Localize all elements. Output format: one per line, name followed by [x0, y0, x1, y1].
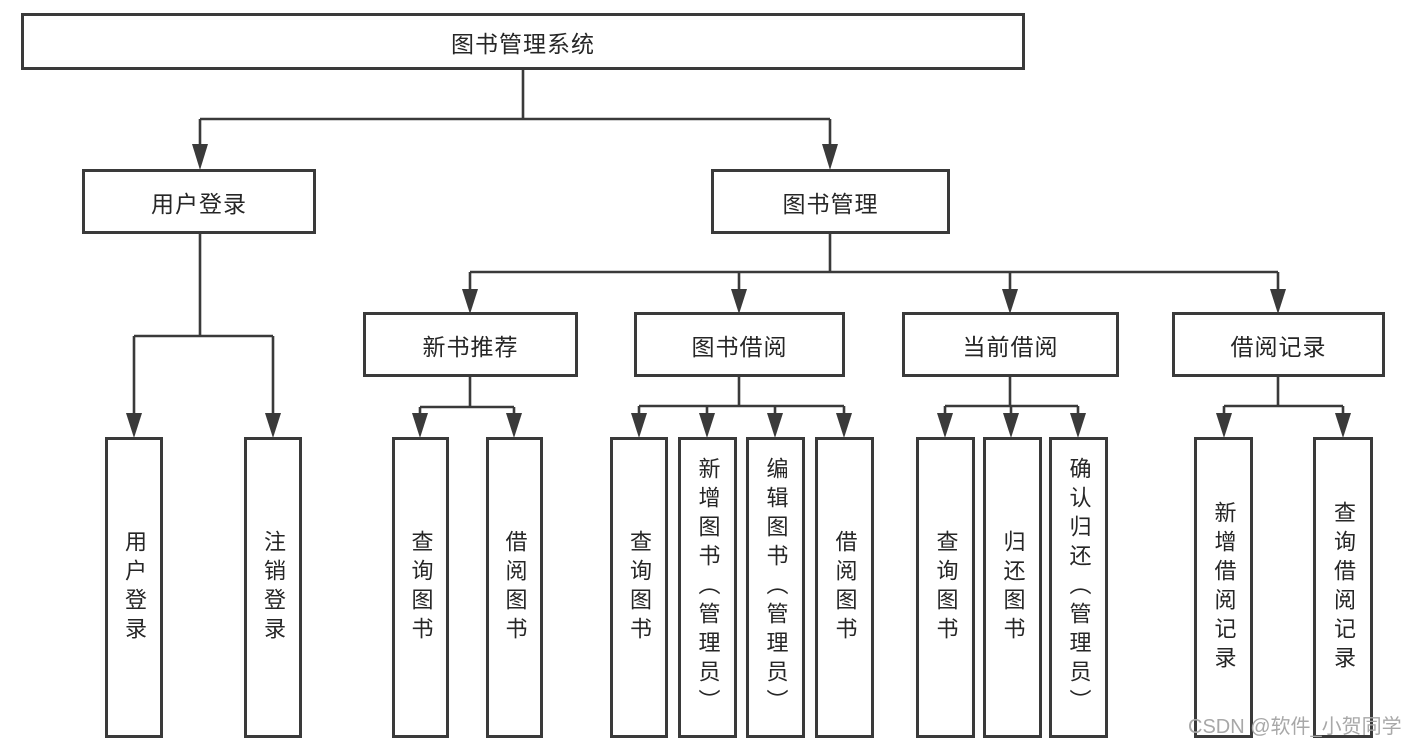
arrowhead	[1070, 413, 1086, 438]
arrowhead	[1216, 413, 1232, 438]
node-label: 当前借阅	[962, 333, 1059, 360]
leaf-add-books-admin: 新增图书（管理员）	[678, 437, 737, 738]
connector-userlogin-to-leaves	[126, 234, 281, 438]
connector-bookborrow-to-leaves	[631, 377, 852, 438]
connector-newbook-to-leaves	[412, 377, 522, 438]
connector-line	[132, 234, 275, 415]
leaf-label: 查询图书	[408, 529, 434, 646]
leaf-label: 确认归还（管理员）	[1066, 457, 1092, 718]
connector-line	[637, 377, 846, 415]
arrowhead	[1335, 413, 1351, 438]
leaf-query-borrow-record: 查询借阅记录	[1313, 437, 1373, 738]
leaf-label: 注销登录	[261, 529, 286, 646]
arrowhead	[937, 413, 953, 438]
arrowhead	[126, 413, 142, 438]
leaf-label: 用户登录	[122, 529, 147, 646]
node-label: 借阅记录	[1230, 333, 1327, 360]
leaf-edit-books-admin: 编辑图书（管理员）	[746, 437, 805, 738]
arrowhead	[412, 413, 428, 438]
arrowhead	[699, 413, 715, 438]
leaf-user-login: 用户登录	[105, 437, 163, 738]
arrowhead	[265, 413, 281, 438]
leaf-label: 借阅图书	[832, 529, 858, 646]
leaf-borrow-books-newbook: 借阅图书	[486, 437, 543, 738]
leaf-label: 归还图书	[1000, 529, 1026, 646]
leaf-label: 借阅图书	[502, 529, 528, 646]
leaf-query-books-current: 查询图书	[916, 437, 975, 738]
leaf-query-books-newbook: 查询图书	[392, 437, 449, 738]
leaf-confirm-return-admin: 确认归还（管理员）	[1049, 437, 1108, 738]
leaf-add-borrow-record: 新增借阅记录	[1194, 437, 1253, 738]
leaf-label: 查询借阅记录	[1331, 500, 1356, 675]
leaf-query-books-borrow: 查询图书	[610, 437, 668, 738]
arrowhead	[192, 144, 208, 170]
leaf-return-books: 归还图书	[983, 437, 1042, 738]
node-current-borrowing: 当前借阅	[902, 312, 1119, 377]
node-label: 用户登录	[151, 190, 247, 217]
arrowhead	[822, 144, 838, 170]
node-user-login: 用户登录	[82, 169, 316, 234]
leaf-label: 新增图书（管理员）	[695, 457, 721, 718]
connector-currentborrow-to-leaves	[937, 377, 1086, 438]
arrowhead	[1270, 289, 1286, 314]
connector-line	[418, 377, 516, 415]
arrowhead	[1003, 413, 1019, 438]
leaf-label: 新增借阅记录	[1211, 500, 1237, 675]
arrowhead	[767, 413, 783, 438]
node-borrowing-records: 借阅记录	[1172, 312, 1385, 377]
connector-line	[1222, 377, 1345, 415]
leaf-label: 查询图书	[627, 529, 652, 646]
connector-bookmgmt-to-level3	[462, 234, 1286, 314]
connector-borrowrecord-to-leaves	[1216, 377, 1351, 438]
node-label: 图书管理系统	[451, 30, 595, 57]
node-label: 新书推荐	[422, 333, 519, 360]
leaf-logout: 注销登录	[244, 437, 302, 738]
connector-line	[198, 70, 832, 146]
arrowhead	[462, 289, 478, 314]
arrowhead	[1002, 289, 1018, 314]
arrowhead	[506, 413, 522, 438]
node-library-management-system: 图书管理系统	[21, 13, 1025, 70]
connector-line	[943, 377, 1080, 415]
node-new-book-recommendation: 新书推荐	[363, 312, 578, 377]
node-book-management: 图书管理	[711, 169, 950, 234]
node-book-borrowing: 图书借阅	[634, 312, 845, 377]
node-label: 图书借阅	[691, 333, 788, 360]
leaf-borrow-books: 借阅图书	[815, 437, 874, 738]
leaf-label: 查询图书	[933, 529, 959, 646]
leaf-label: 编辑图书（管理员）	[763, 457, 789, 718]
node-label: 图书管理	[782, 190, 879, 217]
arrowhead	[731, 289, 747, 314]
arrowhead	[836, 413, 852, 438]
connector-line	[468, 234, 1280, 291]
arrowhead	[631, 413, 647, 438]
connector-root-to-level2	[192, 70, 838, 170]
